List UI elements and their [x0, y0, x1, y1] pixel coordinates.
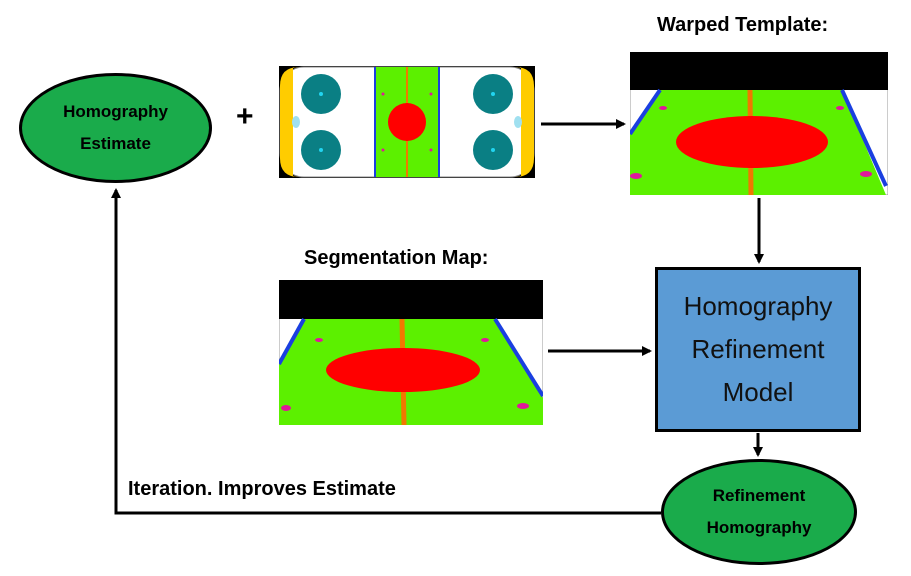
warped-template-image — [630, 52, 888, 195]
plus-sign: + — [236, 100, 254, 133]
refinement-model-line1: Homography — [683, 291, 833, 321]
homography-estimate-line1: Homography — [63, 102, 168, 121]
iteration-label: Iteration. Improves Estimate — [128, 478, 396, 500]
refinement-model-line3: Model — [722, 377, 794, 407]
refinement-homography-line2: Homography — [706, 518, 812, 537]
homography-refinement-model-node: Homography Refinement Model — [655, 267, 861, 432]
refinement-homography-node: Refinement Homography — [661, 459, 857, 565]
refinement-model-line2: Refinement — [691, 334, 825, 364]
refinement-homography-line1: Refinement — [712, 486, 806, 505]
segmentation-map-label: Segmentation Map: — [304, 247, 489, 269]
homography-estimate-node: Homography Estimate — [19, 73, 212, 183]
warped-template-label: Warped Template: — [657, 14, 829, 36]
segmentation-map-image — [279, 280, 543, 425]
rink-template-image — [279, 66, 535, 178]
homography-estimate-line2: Estimate — [80, 134, 151, 153]
arrow-iteration-feedback — [111, 188, 661, 515]
